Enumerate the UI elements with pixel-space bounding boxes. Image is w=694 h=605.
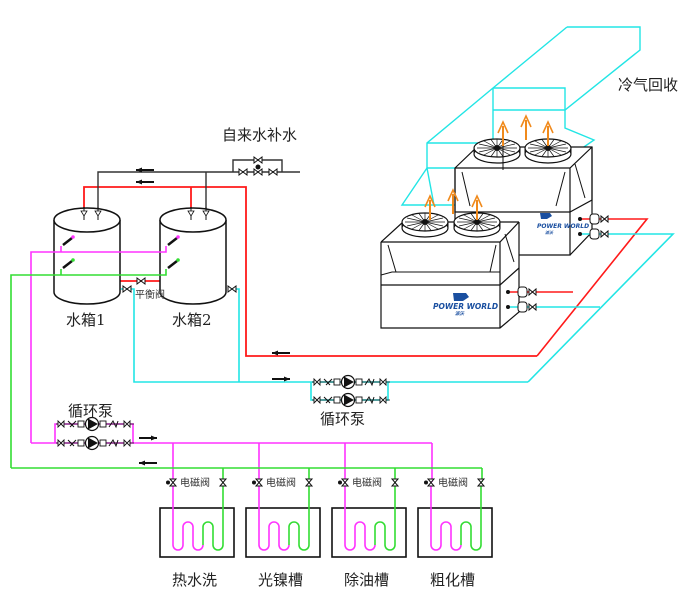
water-tank-1 bbox=[53, 207, 121, 305]
process-tank-label: 光镍槽 bbox=[258, 571, 303, 589]
heating-coil-return bbox=[460, 482, 482, 551]
return-valve-icon bbox=[390, 478, 400, 487]
water-tank-2 bbox=[159, 207, 227, 305]
makeup-water-pipe bbox=[97, 159, 300, 212]
heating-coil-supply bbox=[344, 482, 376, 551]
brand-logo-front: POWER WORLD 派沃 bbox=[433, 293, 498, 317]
heating-coil-supply bbox=[430, 482, 462, 551]
heating-coil-supply bbox=[172, 482, 204, 551]
return-valve-icon bbox=[476, 478, 486, 487]
brand-name: POWER WORLD bbox=[433, 302, 498, 311]
return-valve-icon bbox=[218, 478, 228, 487]
tank2-label: 水箱2 bbox=[172, 311, 212, 329]
solenoid-valve-label: 电磁阀 bbox=[438, 476, 468, 489]
brand-sub: 派沃 bbox=[455, 311, 465, 317]
process-return-pipe bbox=[10, 269, 483, 482]
cold-air-recovery-label: 冷气回收 bbox=[618, 76, 678, 94]
solenoid-actuator-icon bbox=[338, 480, 342, 485]
solenoid-valve-label: 电磁阀 bbox=[180, 476, 210, 489]
solenoid-valve-icon bbox=[340, 478, 350, 487]
solenoid-valve-icon bbox=[426, 478, 436, 487]
process-tank-label: 除油槽 bbox=[344, 571, 389, 589]
balance-valve bbox=[136, 277, 146, 285]
unit-connections bbox=[505, 213, 675, 383]
flow-arrow-process-supply bbox=[138, 434, 158, 442]
solenoid-actuator-icon bbox=[424, 480, 428, 485]
solenoid-valve-icon bbox=[168, 478, 178, 487]
valve-tank2-return bbox=[227, 285, 237, 293]
circulation-pump-right bbox=[311, 374, 391, 408]
pump-right-label: 循环泵 bbox=[320, 410, 365, 428]
heating-coil-return bbox=[202, 482, 224, 551]
flow-arrow-process-return bbox=[138, 459, 158, 467]
solenoid-valve-label: 电磁阀 bbox=[352, 476, 382, 489]
process-tank-label: 热水洗 bbox=[172, 571, 217, 589]
heating-coil-return bbox=[288, 482, 310, 551]
makeup-water-valves bbox=[238, 156, 278, 176]
solenoid-actuator-icon bbox=[252, 480, 256, 485]
return-valve-icon bbox=[304, 478, 314, 487]
balance-valve-label: 平衡阀 bbox=[135, 288, 165, 301]
heating-coil-return bbox=[374, 482, 396, 551]
solenoid-valve-label: 电磁阀 bbox=[266, 476, 296, 489]
valve-tank1-return bbox=[122, 285, 132, 293]
heat-pump-unit-front: POWER WORLD 派沃 bbox=[380, 189, 520, 329]
flow-arrow-makeup-2 bbox=[135, 178, 155, 186]
brand-logo-back: POWER WORLD 派沃 bbox=[537, 213, 589, 235]
solenoid-actuator-icon bbox=[166, 480, 170, 485]
heating-coil-supply bbox=[258, 482, 290, 551]
brand-name: POWER WORLD bbox=[537, 223, 589, 230]
tank1-label: 水箱1 bbox=[66, 311, 106, 329]
flow-arrow-hot bbox=[271, 349, 291, 357]
solenoid-valve-icon bbox=[254, 478, 264, 487]
circulation-pump-left bbox=[55, 416, 135, 451]
process-tank-label: 粗化槽 bbox=[430, 571, 475, 589]
flow-arrow-cold bbox=[271, 375, 291, 383]
makeup-water-label: 自来水补水 bbox=[222, 126, 297, 144]
pump-left-label: 循环泵 bbox=[68, 402, 113, 420]
brand-sub: 派沃 bbox=[545, 230, 554, 235]
